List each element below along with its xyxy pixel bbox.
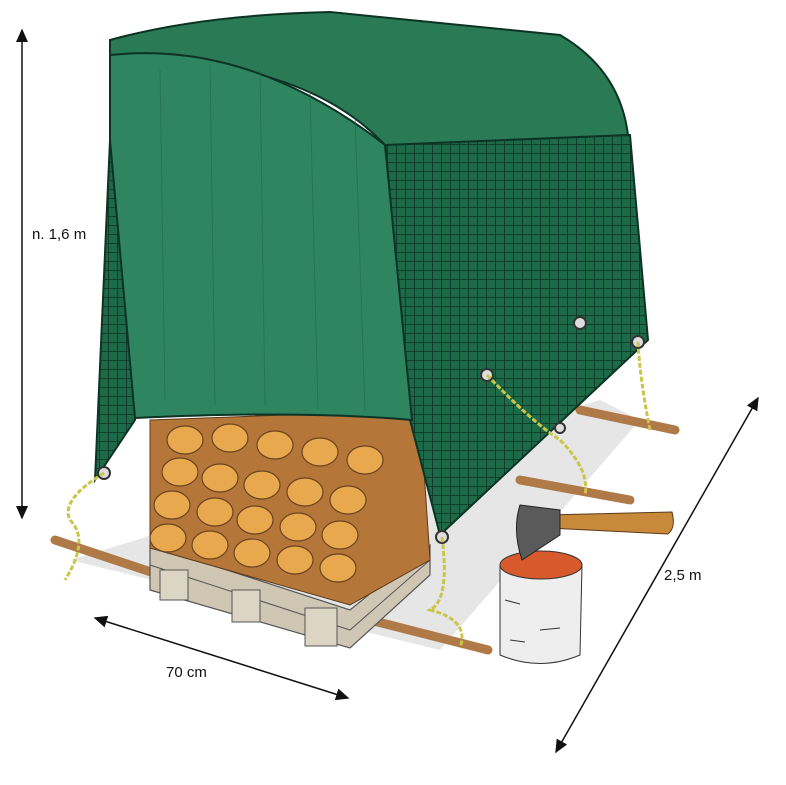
width-label: 70 cm bbox=[166, 664, 207, 681]
length-arrow bbox=[555, 396, 759, 754]
height-label: n. 1,6 m bbox=[32, 226, 87, 243]
support-poles bbox=[50, 405, 680, 655]
chopping-stump bbox=[499, 550, 583, 664]
width-arrow bbox=[93, 615, 350, 701]
ropes bbox=[63, 341, 652, 649]
tarp-texture bbox=[159, 64, 366, 413]
firewood-stack bbox=[149, 409, 431, 606]
length-label: 2,5 m bbox=[664, 567, 702, 584]
tarp-front bbox=[109, 52, 414, 422]
pallet bbox=[149, 543, 431, 649]
axe bbox=[516, 504, 674, 561]
